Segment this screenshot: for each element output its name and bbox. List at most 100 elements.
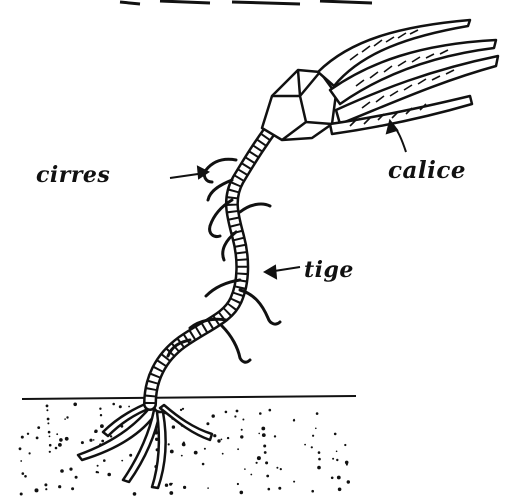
soil-dot — [129, 454, 132, 457]
soil-dot — [237, 483, 239, 485]
soil-dot — [222, 453, 224, 455]
soil-dot — [170, 450, 174, 454]
tige-arrowhead — [265, 266, 276, 278]
soil-dot — [49, 451, 51, 453]
soil-dot — [338, 488, 342, 492]
soil-dot — [331, 477, 334, 480]
arms-crown — [318, 20, 498, 134]
ground-line — [22, 396, 356, 399]
soil-dot — [22, 472, 25, 475]
soil-dot — [165, 484, 168, 487]
soil-dot — [346, 464, 348, 466]
soil-dot — [181, 455, 183, 457]
soil-dot — [20, 460, 22, 462]
soil-dot — [311, 490, 314, 493]
soil-dot — [336, 459, 338, 461]
soil-dot — [293, 419, 295, 421]
soil-dot — [47, 422, 49, 424]
soil-dot — [107, 473, 111, 477]
soil-dot — [213, 434, 216, 437]
soil-dot — [29, 452, 31, 454]
soil-dot — [121, 460, 123, 462]
soil-dot — [59, 438, 63, 442]
soil-dot — [204, 448, 206, 450]
soil-dot — [236, 410, 239, 413]
soil-dot — [75, 476, 78, 479]
soil-dot — [242, 419, 244, 421]
soil-dot — [36, 437, 39, 440]
soil-dot — [250, 474, 252, 476]
soil-dot — [58, 485, 61, 488]
soil-dot — [202, 463, 205, 466]
soil-dot — [278, 487, 281, 490]
pointer-arrows — [170, 121, 406, 278]
soil-dot — [206, 422, 209, 425]
soil-dot — [240, 435, 243, 438]
soil-dot — [256, 462, 258, 464]
soil-dot — [257, 456, 261, 460]
soil-dot — [304, 444, 306, 446]
soil-dot — [183, 486, 186, 489]
soil-dot — [207, 487, 209, 489]
soil-dot — [280, 468, 282, 470]
soil-dot — [103, 459, 106, 462]
soil-dot — [344, 444, 346, 446]
soil-dot — [100, 414, 102, 416]
soil-dot — [48, 431, 51, 434]
soil-dot — [99, 408, 101, 410]
cropped-title-fragment — [120, 1, 372, 4]
soil-dot — [227, 437, 229, 439]
soil-dot — [318, 451, 321, 454]
soil-dot — [194, 451, 198, 455]
soil-dot — [119, 405, 122, 408]
soil-dot — [24, 475, 27, 478]
soil-dot — [94, 430, 97, 433]
soil-dot — [266, 475, 269, 478]
soil-dot — [46, 409, 48, 411]
soil-dot — [100, 424, 104, 428]
soil-dot — [241, 429, 243, 431]
soil-dot — [336, 451, 338, 453]
soil-dot — [221, 439, 223, 441]
soil-dot — [316, 412, 319, 415]
soil-dot — [133, 492, 137, 496]
soil-dot — [212, 414, 215, 417]
label-calice: calice — [388, 157, 466, 184]
soil-speckle — [19, 403, 350, 496]
soil-dot — [46, 405, 49, 408]
soil-dot — [110, 435, 112, 437]
roots — [78, 402, 212, 488]
soil-dot — [315, 428, 317, 430]
soil-dot — [49, 436, 51, 438]
soil-dot — [258, 433, 260, 435]
soil-dot — [311, 446, 313, 448]
soil-dot — [265, 461, 268, 464]
soil-dot — [293, 481, 295, 483]
soil-dot — [217, 439, 220, 442]
soil-dot — [19, 447, 22, 450]
soil-dot — [264, 451, 267, 454]
soil-dot — [66, 416, 68, 418]
soil-dot — [60, 469, 64, 473]
soil-dot — [45, 488, 47, 490]
soil-dot — [65, 437, 69, 441]
soil-dot — [234, 415, 236, 417]
soil-dot — [171, 483, 173, 485]
soil-dot — [334, 433, 337, 436]
soil-dot — [112, 403, 115, 406]
soil-dot — [180, 409, 182, 411]
soil-dot — [71, 487, 74, 490]
soil-dot — [44, 483, 47, 486]
soil-dot — [237, 448, 239, 450]
soil-dot — [128, 406, 130, 408]
soil-dot — [93, 439, 95, 441]
stem-column — [150, 112, 284, 404]
soil-dot — [49, 444, 52, 447]
soil-dot — [97, 465, 99, 467]
soil-dot — [262, 433, 266, 437]
soil-dot — [27, 433, 29, 435]
soil-dot — [312, 435, 314, 437]
soil-dot — [55, 447, 58, 450]
soil-dot — [20, 493, 23, 496]
